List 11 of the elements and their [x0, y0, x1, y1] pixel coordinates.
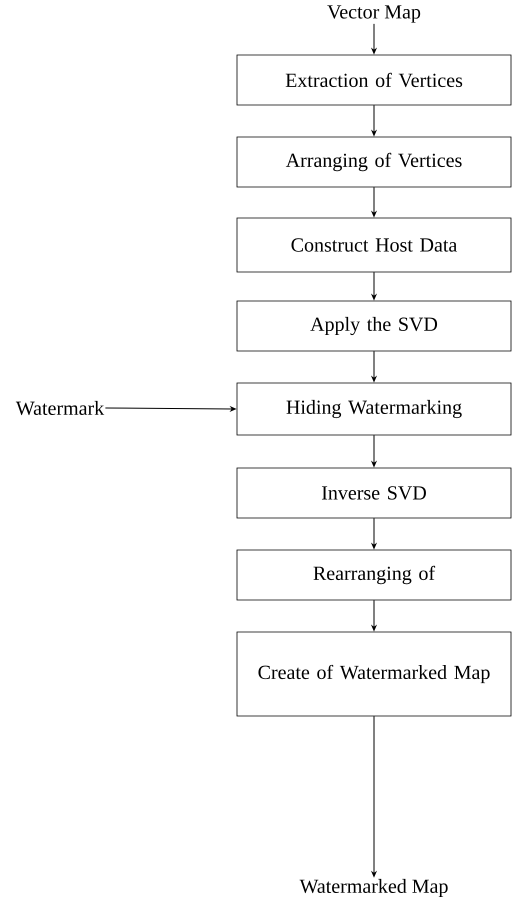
flow-label: Vector Map [327, 5, 420, 23]
process-box: Inverse SVD [236, 468, 512, 518]
process-box: Create of Watermarked Map [236, 632, 512, 716]
flow-label: Watermarked Map [300, 878, 448, 898]
process-box: Arranging of Vertices [236, 136, 512, 188]
process-box: Apply the SVD [236, 300, 512, 352]
process-box: Rearranging of [236, 550, 512, 600]
process-box: Construct Host Data [236, 218, 512, 272]
process-box: Extraction of Vertices [236, 54, 512, 106]
process-box: Hiding Watermarking [236, 382, 512, 436]
flow-label: Watermark [16, 400, 104, 416]
